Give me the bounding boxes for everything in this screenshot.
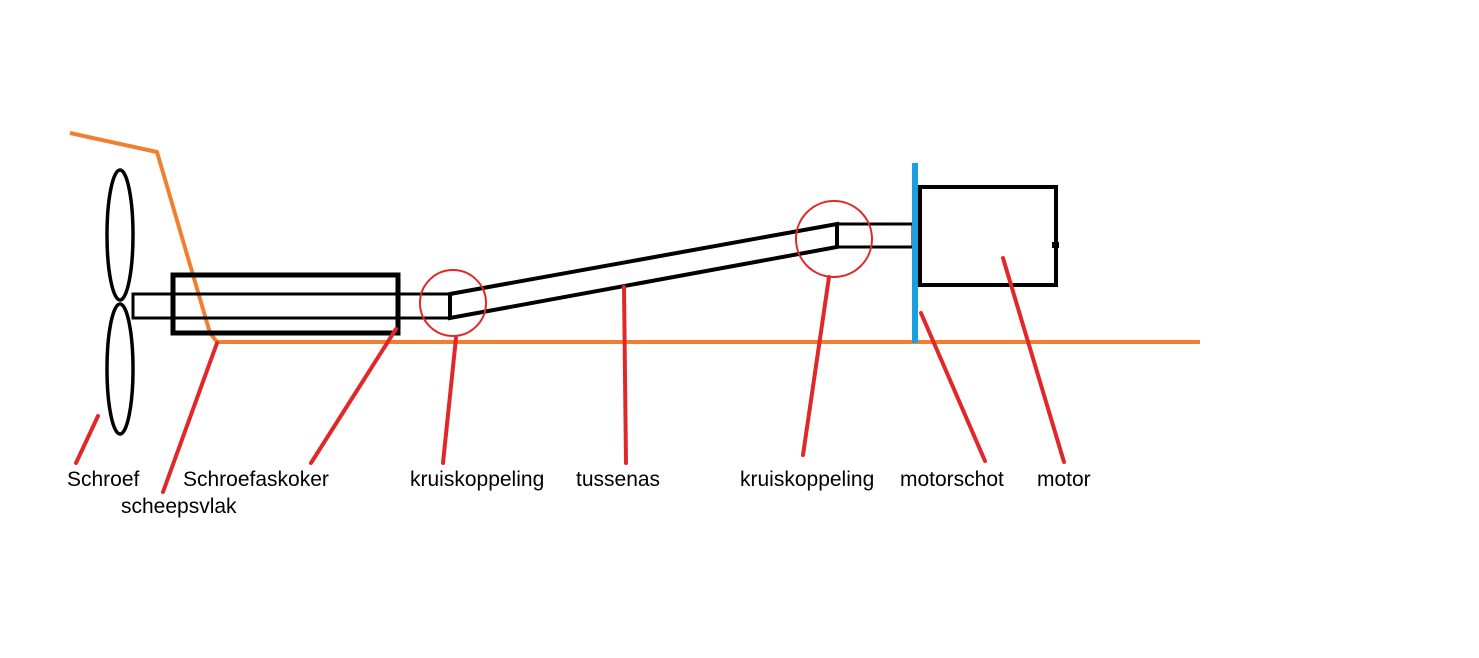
propeller-shaft: [131, 292, 452, 320]
propeller-blade-bottom: [105, 302, 135, 436]
leader-tussenas: [622, 285, 628, 465]
label-motor: motor: [1037, 468, 1091, 491]
label-kruiskoppeling-2: kruiskoppeling: [740, 468, 874, 491]
label-schroef: Schroef: [67, 468, 140, 491]
propeller: [105, 168, 135, 436]
label-scheepsvlak: scheepsvlak: [121, 495, 237, 518]
leader-motor: [1001, 256, 1066, 464]
motor-shaft: [835, 222, 915, 249]
label-motorschot: motorschot: [900, 468, 1004, 491]
labels: Schroef scheepsvlak Schroefaskoker kruis…: [67, 468, 1091, 518]
leader-schroef: [74, 414, 100, 465]
leader-lines: [74, 256, 1066, 494]
leader-kruiskoppeling-1: [441, 336, 458, 465]
label-kruiskoppeling-1: kruiskoppeling: [410, 468, 544, 491]
stern-tube: [170, 272, 401, 336]
leader-scheepsvlak: [161, 341, 219, 494]
motor-block: [918, 185, 1059, 287]
universal-joint-1-marker: [419, 269, 487, 337]
hull-line: [69, 131, 1200, 344]
propeller-blade-top: [105, 168, 135, 302]
intermediate-shaft: [448, 221, 839, 321]
label-tussenas: tussenas: [576, 468, 660, 491]
leader-motorschot: [919, 311, 987, 463]
leader-schroefaskoker: [309, 327, 398, 465]
leader-kruiskoppeling-2: [801, 275, 831, 457]
universal-joint-circles: [419, 200, 873, 337]
label-schroefaskoker: Schroefaskoker: [183, 468, 329, 491]
universal-joint-2-marker: [795, 200, 873, 278]
